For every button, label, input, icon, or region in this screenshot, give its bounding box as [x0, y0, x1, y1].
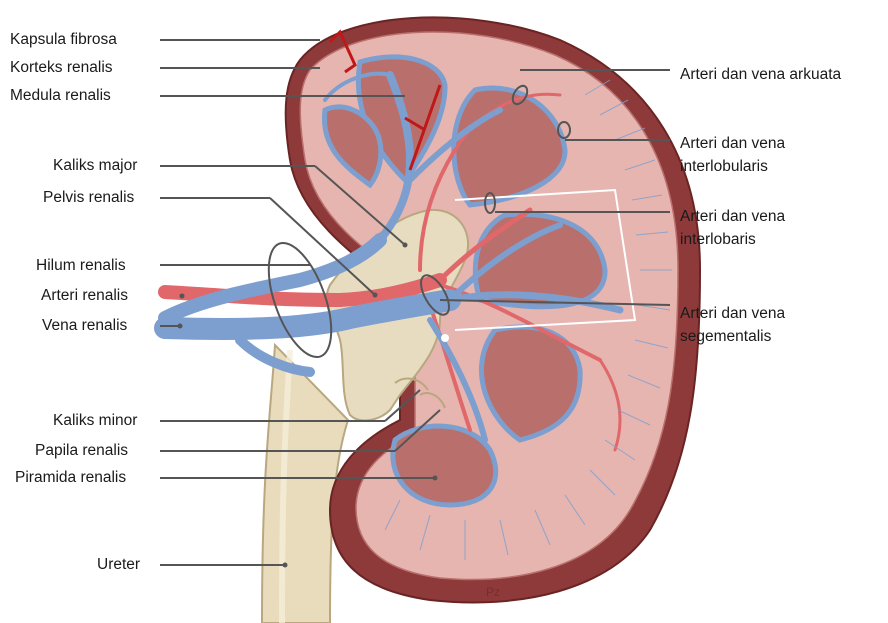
label-hilum-renalis: Hilum renalis	[36, 257, 126, 275]
label-pelvis-renalis: Pelvis renalis	[43, 189, 134, 207]
label-medula-renalis: Medula renalis	[10, 87, 111, 105]
label-korteks-renalis: Korteks renalis	[10, 59, 113, 77]
label-arteri-renalis: Arteri renalis	[41, 287, 128, 305]
label-ureter: Ureter	[97, 556, 140, 574]
label-arkuata-line1: Arteri dan vena arkuata	[680, 66, 841, 84]
label-vena-renalis: Vena renalis	[42, 317, 127, 335]
label-kapsula-fibrosa: Kapsula fibrosa	[10, 31, 117, 49]
label-arteri-vena-interlobularis: Arteri dan vena interlobularis	[680, 135, 785, 176]
watermark-text: Pz	[486, 583, 500, 601]
label-segmentalis-line1: Arteri dan vena	[680, 305, 785, 323]
label-papila-renalis: Papila renalis	[35, 442, 128, 460]
label-interlobularis-line2: interlobularis	[680, 158, 785, 176]
label-kaliks-minor: Kaliks minor	[53, 412, 137, 430]
label-interlobaris-line2: interlobaris	[680, 231, 785, 249]
label-arteri-vena-segmentalis: Arteri dan vena segementalis	[680, 305, 785, 346]
label-piramida-renalis: Piramida renalis	[15, 469, 126, 487]
label-segmentalis-line2: segementalis	[680, 328, 785, 346]
label-arteri-vena-arkuata: Arteri dan vena arkuata	[680, 66, 841, 84]
label-arteri-vena-interlobaris: Arteri dan vena interlobaris	[680, 208, 785, 249]
label-interlobaris-line1: Arteri dan vena	[680, 208, 785, 226]
label-kaliks-major: Kaliks major	[53, 157, 137, 175]
label-interlobularis-line1: Arteri dan vena	[680, 135, 785, 153]
